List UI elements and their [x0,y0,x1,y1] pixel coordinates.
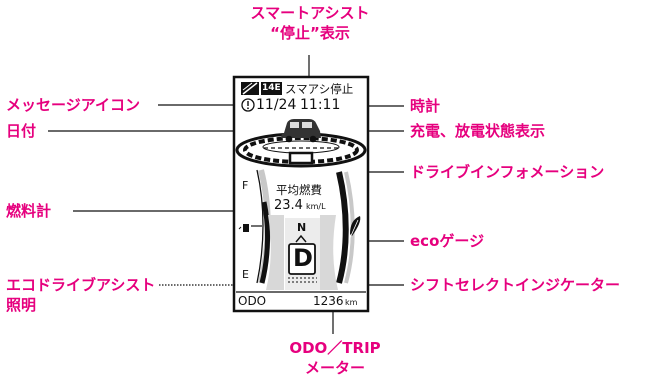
eco-drive-illumination-left [266,215,284,290]
label-smart-assist-stop-line2: “停止”表示 [270,24,350,42]
odo-label: ODO [238,294,267,308]
label-eco-drive-line1: エコドライブアシスト [6,276,156,294]
fuel-gauge [238,169,271,284]
label-eco-drive-assist: エコドライブアシスト 照明 [6,276,155,314]
label-eco-gauge: ecoゲージ [410,232,485,250]
label-smart-assist-stop: スマートアシスト “停止”表示 [242,4,378,42]
label-fuel-gauge: 燃料計 [6,202,52,220]
gear-d: D [293,244,313,272]
label-odo-trip: ODO／TRIP メーター [270,339,400,377]
screen-time: 11:11 [300,97,341,113]
car-icon [281,119,321,143]
label-date: 日付 [6,122,37,140]
label-charge-status: 充電、放電状態表示 [410,122,546,140]
charge-status-graphic [235,119,367,168]
fuel-full-mark: F [242,179,249,192]
info-unit: km/L [306,202,326,211]
message-icon [241,98,255,112]
screen-date: 11/24 [256,97,297,113]
fuel-empty-mark: E [242,268,249,281]
info-title: 平均燃費 [276,183,322,197]
label-odo-trip-line2: メーター [304,359,365,377]
label-eco-drive-line2: 照明 [6,296,37,314]
assist-stop-text: スマアシ停止 [285,82,354,96]
eco-gauge [336,171,361,284]
label-drive-info: ドライブインフォメーション [410,163,605,181]
badge-text: 14E [262,83,281,93]
label-odo-trip-line1: ODO／TRIP [289,339,381,357]
shift-indicator [285,218,320,290]
label-message-icon: メッセージアイコン [6,96,140,114]
smart-assist-off-icon [241,82,259,95]
gear-n: N [297,221,307,234]
badge-background [261,82,282,95]
odo-value: 1236 [313,294,344,308]
label-clock: 時計 [410,97,441,115]
fuel-pump-icon [238,224,249,232]
label-smart-assist-stop-line1: スマートアシスト [250,4,370,22]
info-value: 23.4 [274,198,303,213]
label-shift-indicator: シフトセレクトインジケーター [410,276,621,294]
leaf-icon [349,216,361,239]
eco-drive-illumination-right [320,215,338,290]
odo-unit: km [345,298,358,307]
